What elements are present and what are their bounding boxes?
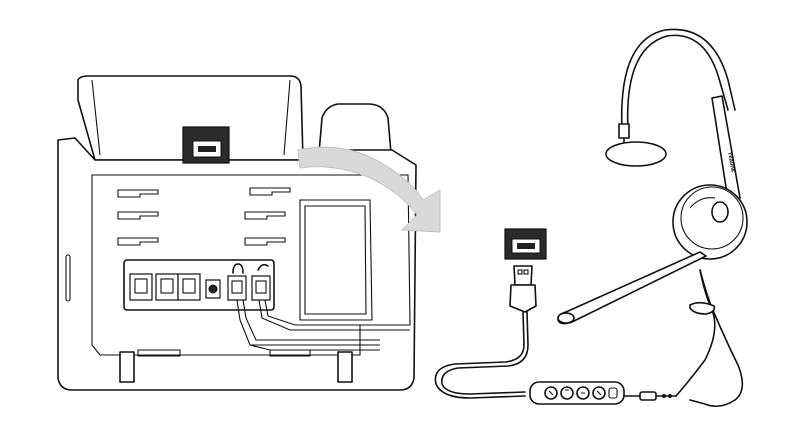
phone-stand xyxy=(77,75,304,161)
power-jack xyxy=(205,279,221,299)
headband xyxy=(620,28,736,131)
brand-label: Yealink xyxy=(726,151,736,173)
phone-cables xyxy=(236,299,410,351)
vent-slots xyxy=(117,187,291,246)
usb-socket-icon xyxy=(504,228,547,260)
desk-phone-rear xyxy=(57,75,417,391)
mono-headset: Yealink xyxy=(557,28,748,325)
usb-port-icon xyxy=(182,126,230,164)
headband-slider xyxy=(711,95,741,201)
side-slot xyxy=(65,254,71,302)
port-panel xyxy=(123,259,275,311)
audio-jack-plug xyxy=(639,391,677,401)
transfer-arrow-icon xyxy=(297,146,441,233)
boom-mic xyxy=(557,251,707,325)
handset-port-icon xyxy=(251,263,271,301)
usb-plug-icon xyxy=(509,265,537,313)
cable-clip xyxy=(689,301,716,315)
inline-control-unit xyxy=(529,381,625,405)
earpiece xyxy=(672,184,748,260)
temple-pad xyxy=(605,141,667,167)
phone-feet xyxy=(119,349,353,383)
network-ports xyxy=(129,273,201,301)
usb-cable-assembly xyxy=(434,228,744,408)
